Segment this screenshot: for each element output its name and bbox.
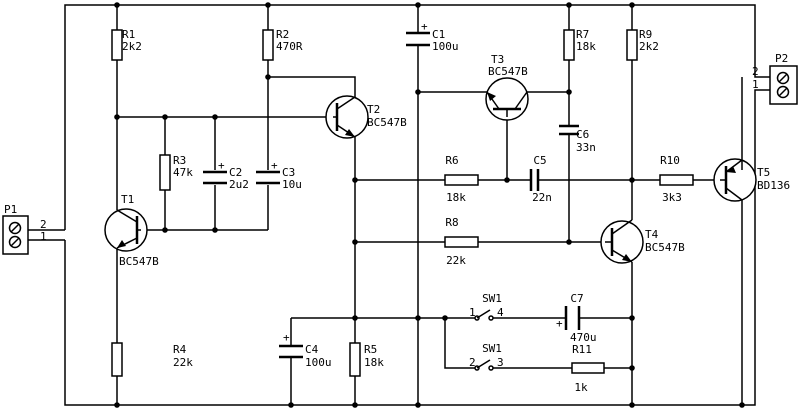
label-r3-value: 47k [173, 166, 193, 179]
label-r10-ref: R10 [660, 154, 680, 167]
label-c3-value: 10u [282, 178, 302, 191]
junctions [114, 2, 745, 408]
label-p2-pin2: 2 [752, 65, 759, 78]
label-t2-value: BC547B [367, 116, 407, 129]
label-r11-ref: R11 [572, 343, 592, 356]
label-r10-value: 3k3 [662, 191, 682, 204]
label-p1-pin1: 1 [40, 230, 47, 243]
capacitor-c7: + [556, 306, 581, 330]
label-c2-ref: C2 [229, 166, 242, 179]
label-r2-value: 470R [276, 40, 303, 53]
label-r5-value: 18k [364, 356, 384, 369]
label-c1-value: 100u [432, 40, 459, 53]
label-r1-ref: R1 [122, 28, 135, 41]
label-p2-ref: P2 [775, 52, 788, 65]
resistor-r3 [159, 154, 171, 191]
resistor-r11 [571, 362, 605, 374]
transistor-t5 [713, 158, 757, 202]
svg-text:+: + [218, 159, 225, 172]
label-r1-value: 2k2 [122, 40, 142, 53]
label-r9-value: 2k2 [639, 40, 659, 53]
capacitor-c3: + [256, 159, 280, 185]
label-c6-ref: C6 [576, 128, 589, 141]
label-t2-ref: T2 [367, 103, 380, 116]
svg-text:+: + [271, 159, 278, 172]
wires [28, 4, 770, 406]
label-t1-value: BC547B [119, 255, 159, 268]
label-p1-ref: P1 [4, 203, 17, 216]
resistor-r8 [444, 236, 479, 248]
label-sw1b-ref: SW1 [482, 342, 502, 355]
svg-text:+: + [421, 20, 428, 33]
switch-sw1-b [474, 359, 494, 371]
label-c4-value: 100u [305, 356, 332, 369]
label-c7-value: 470u [570, 331, 597, 344]
capacitor-c1: + [406, 20, 430, 47]
label-r8-ref: R8 [445, 216, 458, 229]
svg-text:+: + [283, 331, 290, 344]
resistor-r4 [111, 342, 123, 377]
connector-p2 [769, 65, 798, 105]
label-c3-ref: C3 [282, 166, 295, 179]
label-t4-ref: T4 [645, 228, 659, 241]
label-c4-ref: C4 [305, 343, 319, 356]
label-r3-ref: R3 [173, 154, 186, 167]
label-t3-ref: T3 [491, 53, 504, 66]
label-sw1a-pin-b: 4 [497, 306, 504, 319]
resistor-r5 [349, 342, 361, 377]
label-r9-ref: R9 [639, 28, 652, 41]
label-c7-ref: C7 [570, 292, 583, 305]
switches [474, 309, 494, 371]
label-p1-pin2: 2 [40, 218, 47, 231]
label-r4-ref: R4 [173, 343, 187, 356]
labels: P1 2 1 P2 2 1 R1 2k2 R2 470R R3 47k R4 2… [4, 28, 790, 394]
label-sw1a-ref: SW1 [482, 292, 502, 305]
label-c5-ref: C5 [533, 154, 546, 167]
resistor-r9 [626, 29, 638, 61]
transistor-t3 [485, 77, 529, 121]
transistors [104, 77, 757, 264]
capacitor-c2: + [203, 159, 227, 185]
label-r11-value: 1k [574, 381, 588, 394]
switch-sw1-a [474, 309, 494, 321]
label-p2-pin1: 1 [752, 78, 759, 91]
label-c6-value: 33n [576, 141, 596, 154]
capacitor-c6 [559, 124, 579, 136]
label-r7-value: 18k [576, 40, 596, 53]
label-t5-ref: T5 [757, 166, 770, 179]
label-t3-value: BC547B [488, 65, 528, 78]
label-r8-value: 22k [446, 254, 466, 267]
resistor-r7 [563, 29, 575, 61]
label-r7-ref: R7 [576, 28, 589, 41]
resistor-r2 [262, 29, 274, 61]
label-r4-value: 22k [173, 356, 193, 369]
label-r6-ref: R6 [445, 154, 458, 167]
capacitor-c5 [529, 169, 540, 191]
resistor-r6 [444, 174, 479, 186]
resistor-r10 [659, 174, 694, 186]
label-c1-ref: C1 [432, 28, 445, 41]
label-c2-value: 2u2 [229, 178, 249, 191]
capacitor-c4: + [279, 331, 303, 359]
transistor-t4 [600, 219, 644, 264]
label-r2-ref: R2 [276, 28, 289, 41]
connector-p1 [2, 215, 29, 255]
label-r5-ref: R5 [364, 343, 377, 356]
label-c5-value: 22n [532, 191, 552, 204]
label-t5-value: BD136 [757, 179, 790, 192]
capacitors: + + + + + [203, 20, 581, 359]
label-t1-ref: T1 [121, 193, 134, 206]
resistors [111, 29, 694, 377]
resistor-r1 [111, 29, 123, 61]
svg-text:+: + [556, 317, 563, 330]
transistor-t1 [104, 208, 148, 252]
label-r6-value: 18k [446, 191, 466, 204]
label-sw1b-pin-b: 3 [497, 356, 504, 369]
label-sw1b-pin-a: 2 [469, 356, 476, 369]
label-sw1a-pin-a: 1 [469, 306, 476, 319]
label-t4-value: BC547B [645, 241, 685, 254]
transistor-t2 [325, 95, 369, 139]
